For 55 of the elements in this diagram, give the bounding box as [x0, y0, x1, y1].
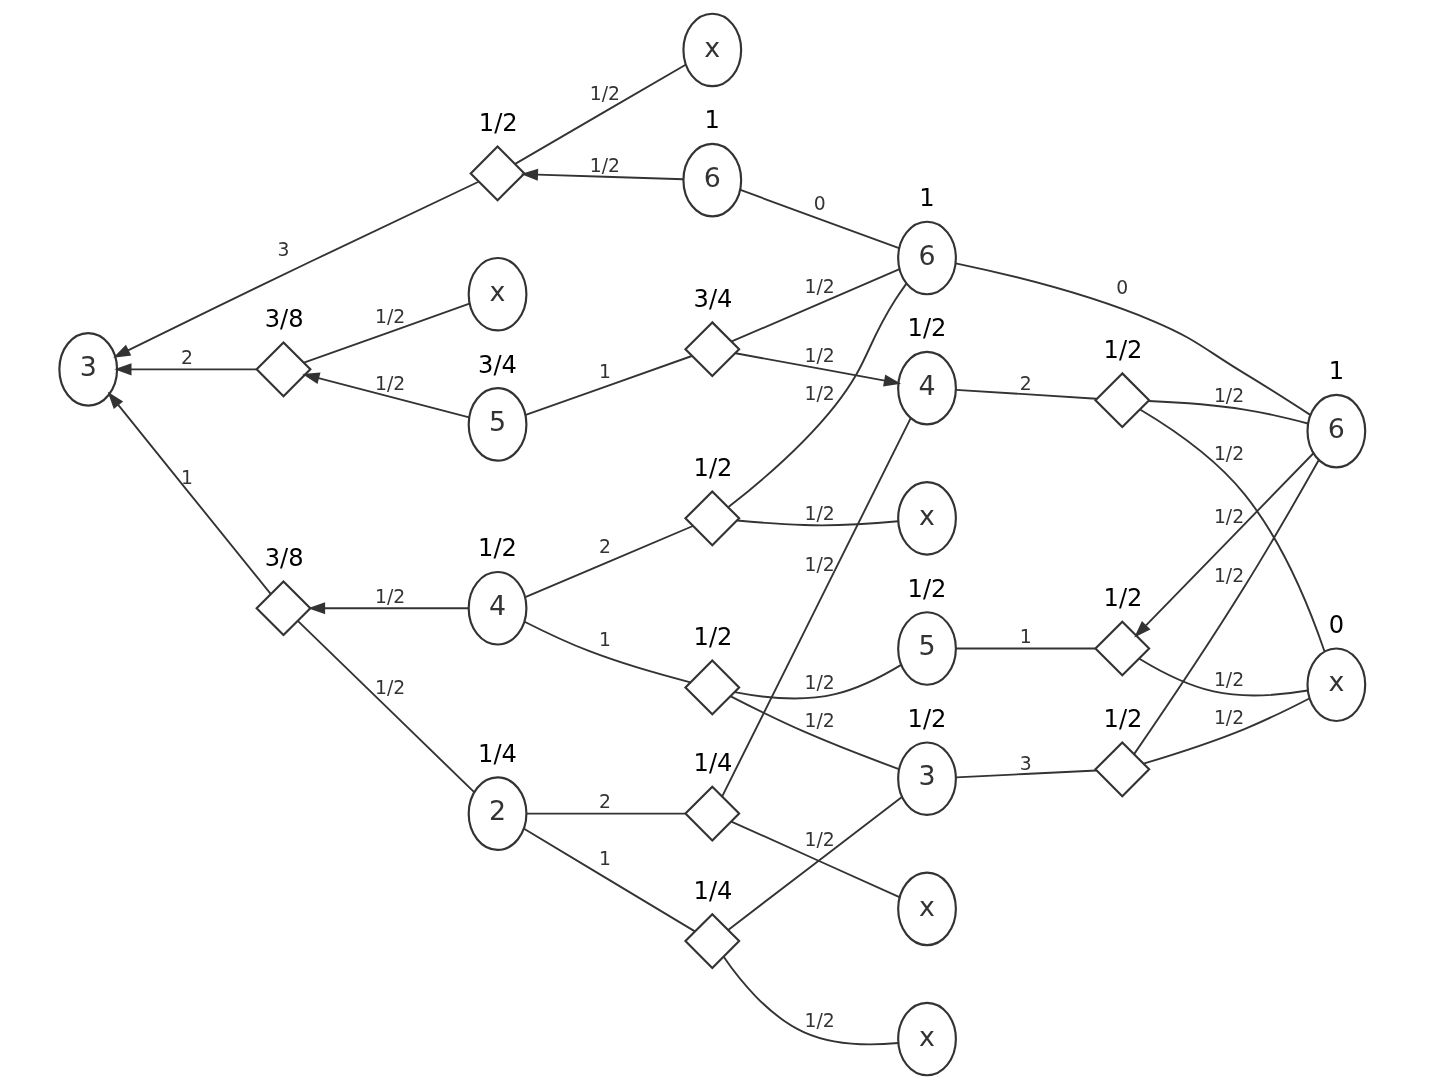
node-label: 1/2 [693, 623, 732, 652]
edge-label: 2 [180, 347, 193, 369]
edge-label: 1/2 [1213, 442, 1244, 464]
edge-label: 1/2 [804, 502, 835, 524]
edge-label: 3 [277, 238, 289, 260]
edge-label: 1/2 [804, 709, 835, 731]
node-label: 0 [1328, 610, 1344, 639]
edge-label: 1/2 [1213, 706, 1244, 728]
edge-label: 1/2 [804, 553, 835, 575]
node-label: 1/2 [1103, 704, 1142, 733]
node-label: 1/2 [907, 574, 946, 603]
edge-label: 1 [1019, 626, 1032, 648]
node-label: 1/4 [693, 876, 732, 905]
edge-label: 1/2 [1213, 669, 1244, 691]
edge-label: 1/2 [804, 383, 835, 405]
edge-label: 1/2 [804, 672, 835, 694]
edge-label: 1/2 [804, 829, 835, 851]
edge-label: 1/2 [589, 155, 620, 177]
edge-label: 1/2 [374, 305, 405, 327]
node-label: 3/8 [264, 304, 304, 333]
edge-label: 0 [1115, 277, 1128, 299]
edge-label: 2 [598, 791, 611, 813]
node-label: 1/2 [477, 534, 517, 563]
node-label: 1 [704, 106, 720, 135]
node-label: 1/2 [907, 314, 946, 343]
edge-label: 1/2 [804, 276, 835, 298]
edge-label: 1 [598, 847, 611, 869]
edge-label: 1/2 [374, 372, 405, 394]
edge-label: 1 [598, 360, 611, 382]
node-label: 3/8 [264, 543, 304, 572]
edge-label: 2 [1019, 372, 1032, 394]
edge-label: 1/2 [589, 82, 620, 104]
node-label: 3/4 [693, 284, 732, 313]
edge-label: 1/2 [1213, 384, 1244, 406]
edge-label: 1/2 [1213, 564, 1244, 586]
edge-label: 0 [813, 192, 826, 214]
edge-label: 1/2 [804, 1010, 835, 1032]
edge-label: 2 [598, 536, 611, 558]
edge-label: 1/2 [804, 344, 835, 366]
node-label: 1/4 [693, 749, 732, 778]
edge-label: 1/2 [374, 677, 405, 699]
edge-label: 1/2 [1213, 505, 1244, 527]
node-label: 1/4 [477, 739, 517, 768]
edge-label: 1/2 [374, 586, 405, 608]
edge-label: 3 [1019, 752, 1032, 774]
node-label: 3/4 [477, 350, 517, 379]
node-label: 1 [918, 184, 935, 213]
node-label: 1/2 [907, 704, 946, 733]
node-label: 1/2 [478, 109, 518, 138]
node-label: 1/2 [693, 453, 732, 482]
node-label: 1/2 [1103, 335, 1142, 364]
edge-label: 1 [598, 629, 611, 651]
node-label: 1 [1328, 357, 1344, 386]
node-label: 1/2 [1103, 584, 1142, 613]
edge-label: 1 [180, 466, 193, 488]
